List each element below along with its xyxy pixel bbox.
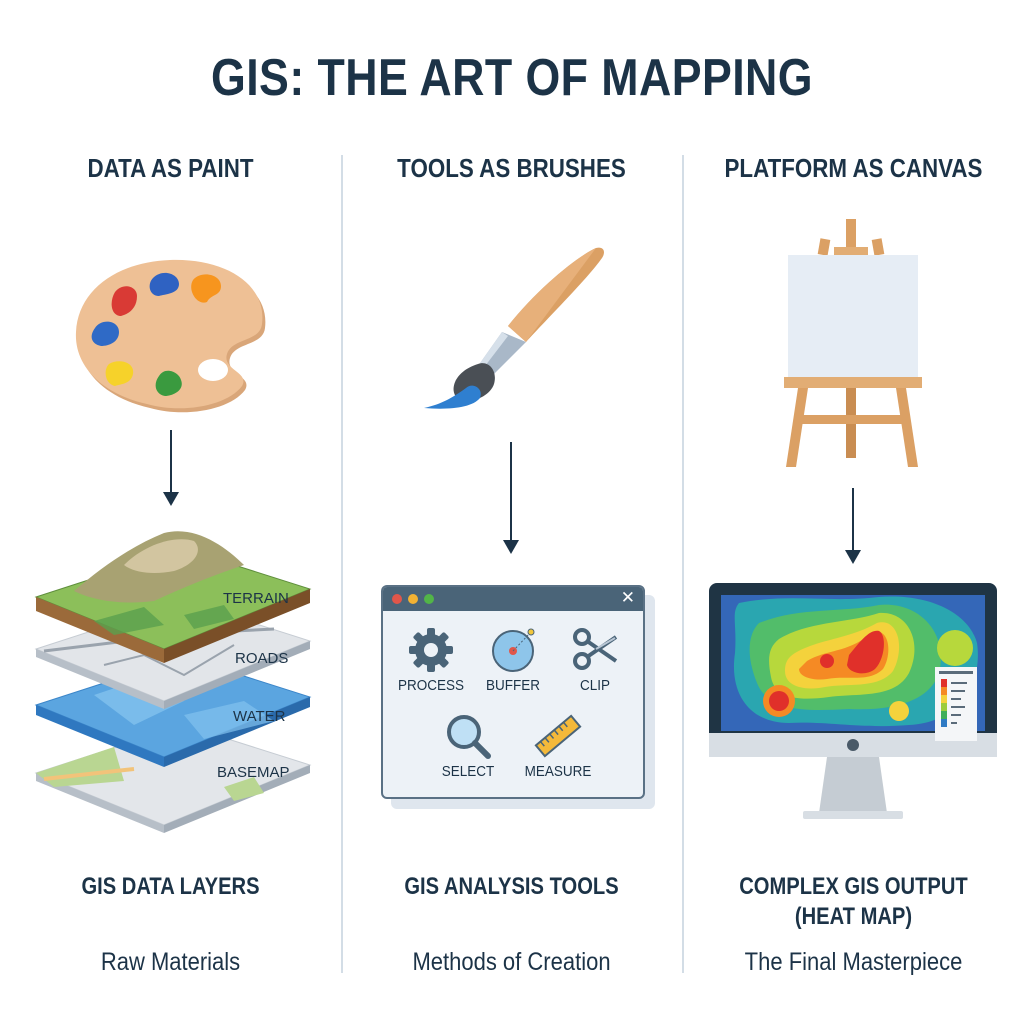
- scissors-icon: [573, 628, 618, 670]
- tool-label: PROCESS: [397, 677, 465, 694]
- svg-text:BASEMAP: BASEMAP: [217, 764, 290, 781]
- arrow-down-icon: [845, 488, 861, 564]
- arrow-down-icon: [163, 430, 179, 506]
- tool-buffer[interactable]: BUFFER: [468, 627, 558, 694]
- magnifier-icon: [447, 715, 491, 759]
- arrow-down-icon: [503, 442, 519, 554]
- easel-icon: [784, 219, 922, 467]
- column-divider-left: [341, 155, 343, 973]
- column-footer-subtitle: Raw Materials: [100, 948, 241, 976]
- close-icon[interactable]: ✕: [620, 588, 635, 607]
- tool-select[interactable]: SELECT: [423, 713, 513, 780]
- column-divider-right: [682, 155, 684, 973]
- column-footer-subtitle: Methods of Creation: [412, 948, 611, 976]
- tool-label: BUFFER: [486, 677, 540, 694]
- gis-data-layers-icon: BASEMAP WATER ROADS: [34, 531, 312, 833]
- column-tools-as-brushes: TOOLS AS BRUSHES GIS ANALYSIS TOOLS Meth…: [341, 0, 682, 1024]
- tool-process[interactable]: PROCESS: [386, 627, 476, 694]
- gear-icon: [409, 628, 453, 672]
- column-heading: TOOLS AS BRUSHES: [397, 153, 626, 183]
- paintbrush-icon: [424, 247, 604, 409]
- footer-title-line2: (HEAT MAP): [794, 903, 913, 930]
- heatmap-screen: [721, 595, 985, 731]
- column-platform-as-canvas: PLATFORM AS CANVAS: [683, 0, 1024, 1024]
- column-footer-subtitle: The Final Masterpiece: [744, 948, 963, 976]
- tool-label: MEASURE: [524, 763, 592, 780]
- heatmap-legend: [935, 667, 977, 741]
- column-heading: DATA AS PAINT: [87, 153, 254, 183]
- column-data-as-paint: DATA AS PAINT BASEMAP WATE: [0, 0, 341, 1024]
- gis-tools-window: ✕ PROCESS BUFFER: [381, 585, 645, 799]
- buffer-icon: [492, 628, 535, 672]
- monitor-heatmap-icon: [709, 583, 997, 819]
- column-heading: PLATFORM AS CANVAS: [724, 153, 983, 183]
- column-footer-title: COMPLEX GIS OUTPUT (HEAT MAP): [710, 872, 996, 932]
- window-maximize-dot[interactable]: [424, 594, 434, 604]
- svg-text:WATER: WATER: [233, 708, 286, 725]
- tool-measure[interactable]: MEASURE: [513, 713, 603, 780]
- tool-label: SELECT: [441, 763, 495, 780]
- window-close-dot[interactable]: [392, 594, 402, 604]
- column-footer-title: GIS DATA LAYERS: [81, 873, 260, 900]
- tool-label: CLIP: [579, 677, 611, 694]
- window-minimize-dot[interactable]: [408, 594, 418, 604]
- palette-icon: [75, 259, 266, 413]
- basemap-layer: BASEMAP: [34, 724, 312, 833]
- column-footer-title: GIS ANALYSIS TOOLS: [404, 873, 619, 900]
- svg-text:ROADS: ROADS: [235, 650, 288, 667]
- ruler-icon: [534, 714, 582, 758]
- window-titlebar: ✕: [383, 587, 643, 611]
- svg-text:TERRAIN: TERRAIN: [223, 590, 289, 607]
- footer-title-line1: COMPLEX GIS OUTPUT: [739, 873, 968, 900]
- terrain-layer: TERRAIN: [34, 531, 312, 663]
- tool-clip[interactable]: CLIP: [550, 627, 640, 694]
- page-title: GIS: THE ART OF MAPPING: [210, 49, 814, 107]
